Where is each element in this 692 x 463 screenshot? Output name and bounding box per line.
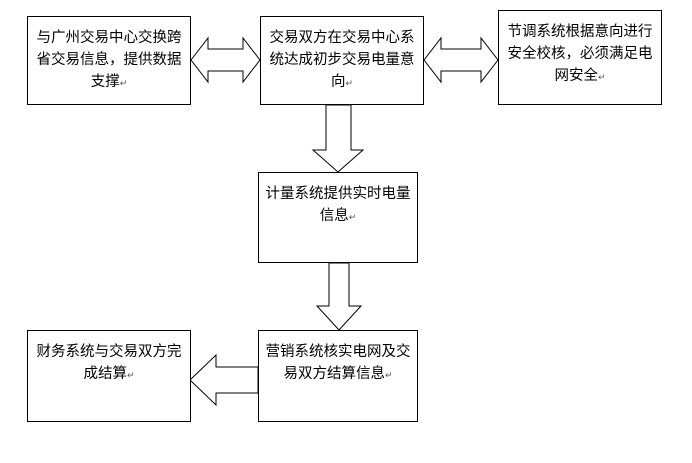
down-arrow-intent-metering: [311, 104, 365, 173]
box-trade-intent: 交易双方在交易中心系统达成初步交易电量意向↵: [260, 16, 424, 105]
paragraph-mark: ↵: [119, 79, 128, 89]
paragraph-mark: ↵: [345, 79, 354, 89]
paragraph-mark: ↵: [348, 213, 357, 223]
box-finance-settlement-text: 财务系统与交易双方完成结算↵: [36, 344, 182, 382]
double-arrow-guangzhou-intent: [190, 36, 261, 84]
paragraph-mark: ↵: [126, 371, 135, 381]
box-marketing-verify-text: 营销系统核实电网及交易双方结算信息↵: [265, 344, 411, 382]
double-arrow-intent-dispatch: [423, 36, 499, 84]
left-arrow-marketing-finance: [189, 353, 259, 407]
box-dispatch-check: 节调系统根据意向进行安全校核，必须满足电网安全↵: [498, 10, 662, 105]
box-finance-settlement: 财务系统与交易双方完成结算↵: [27, 330, 191, 422]
box-trade-intent-text: 交易双方在交易中心系统达成初步交易电量意向↵: [269, 30, 415, 90]
box-dispatch-check-text: 节调系统根据意向进行安全校核，必须满足电网安全↵: [507, 24, 653, 84]
down-arrow-metering-marketing: [315, 262, 363, 331]
box-guangzhou-exchange-text: 与广州交易中心交换跨省交易信息，提供数据支撑↵: [36, 30, 182, 90]
box-metering: 计量系统提供实时电量信息↵: [258, 172, 418, 263]
paragraph-mark: ↵: [597, 73, 606, 83]
box-metering-text: 计量系统提供实时电量信息↵: [265, 186, 411, 224]
paragraph-mark: ↵: [384, 371, 393, 381]
box-marketing-verify: 营销系统核实电网及交易双方结算信息↵: [258, 330, 418, 422]
box-guangzhou-exchange: 与广州交易中心交换跨省交易信息，提供数据支撑↵: [27, 16, 191, 105]
